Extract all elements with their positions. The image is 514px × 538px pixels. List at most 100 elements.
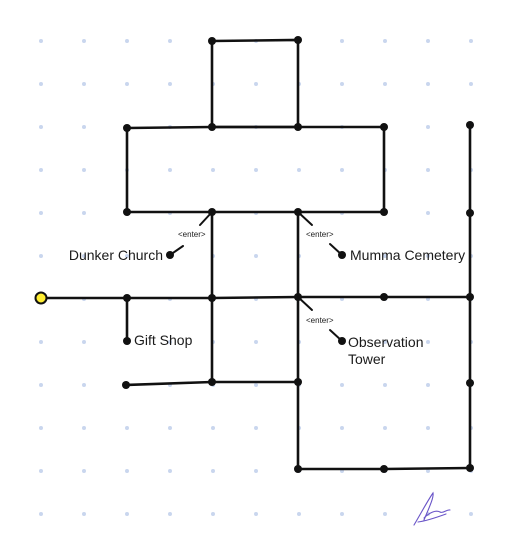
grid-dot bbox=[297, 168, 301, 172]
grid-dot bbox=[340, 39, 344, 43]
grid-dot bbox=[426, 39, 430, 43]
node bbox=[294, 378, 302, 386]
grid-dot bbox=[168, 39, 172, 43]
grid-dot bbox=[254, 469, 258, 473]
grid-dot bbox=[254, 512, 258, 516]
grid-dot bbox=[211, 512, 215, 516]
grid-dot bbox=[168, 469, 172, 473]
grid-dot bbox=[82, 340, 86, 344]
grid-dot bbox=[383, 340, 387, 344]
grid-dot bbox=[426, 211, 430, 215]
grid-dot bbox=[383, 426, 387, 430]
node bbox=[294, 208, 302, 216]
enter-label-dunker: <enter> bbox=[178, 230, 206, 239]
grid-dot bbox=[426, 340, 430, 344]
node bbox=[466, 209, 474, 217]
grid-dot bbox=[125, 426, 129, 430]
grid-dot bbox=[39, 82, 43, 86]
grid-dot bbox=[82, 469, 86, 473]
node bbox=[380, 208, 388, 216]
grid-dot bbox=[469, 512, 473, 516]
grid-dot bbox=[82, 512, 86, 516]
grid-dot bbox=[125, 254, 129, 258]
grid-dot bbox=[383, 512, 387, 516]
observation-tower-label-line2: Tower bbox=[348, 351, 386, 367]
gift-shop-label: Gift Shop bbox=[134, 332, 193, 348]
grid-dot bbox=[39, 383, 43, 387]
node bbox=[294, 465, 302, 473]
grid-dot bbox=[254, 254, 258, 258]
mumma-cemetery-marker[interactable] bbox=[338, 251, 346, 259]
grid-dot bbox=[168, 426, 172, 430]
grid-dot bbox=[340, 82, 344, 86]
node bbox=[123, 337, 131, 345]
node bbox=[123, 124, 131, 132]
observation-tower-marker[interactable] bbox=[338, 337, 346, 345]
node bbox=[466, 379, 474, 387]
node bbox=[294, 123, 302, 131]
dunker-church-marker[interactable] bbox=[166, 251, 174, 259]
grid-dot bbox=[82, 426, 86, 430]
start-marker[interactable] bbox=[34, 291, 48, 305]
grid-dot bbox=[383, 39, 387, 43]
grid-dot bbox=[39, 168, 43, 172]
node bbox=[208, 123, 216, 131]
grid-dot bbox=[383, 383, 387, 387]
grid-dot bbox=[39, 426, 43, 430]
road-nodes bbox=[122, 36, 474, 473]
grid-dot bbox=[39, 211, 43, 215]
grid-dot bbox=[426, 254, 430, 258]
dunker-church-label: Dunker Church bbox=[69, 247, 163, 263]
grid-dot bbox=[426, 383, 430, 387]
node bbox=[208, 37, 216, 45]
grid-dot bbox=[469, 82, 473, 86]
node bbox=[380, 465, 388, 473]
node bbox=[466, 293, 474, 301]
grid-dot bbox=[340, 426, 344, 430]
grid-dot bbox=[125, 39, 129, 43]
enter-label-mumma: <enter> bbox=[306, 230, 334, 239]
grid-dot bbox=[39, 125, 43, 129]
grid-dot bbox=[254, 426, 258, 430]
grid-dot bbox=[168, 168, 172, 172]
grid-dot bbox=[168, 82, 172, 86]
grid-dot bbox=[426, 125, 430, 129]
road-main-horizontal bbox=[39, 295, 472, 300]
grid-dot bbox=[297, 512, 301, 516]
grid-dot bbox=[168, 340, 172, 344]
grid-dot bbox=[125, 469, 129, 473]
grid-dot bbox=[211, 469, 215, 473]
node bbox=[466, 121, 474, 129]
node bbox=[466, 464, 474, 472]
mumma-cemetery-label: Mumma Cemetery bbox=[350, 247, 465, 263]
grid-dot bbox=[211, 168, 215, 172]
node bbox=[123, 294, 131, 302]
node bbox=[380, 293, 388, 301]
grid-dot bbox=[383, 254, 387, 258]
grid-dot bbox=[469, 39, 473, 43]
grid-dots bbox=[39, 39, 473, 516]
node bbox=[294, 293, 302, 301]
grid-dot bbox=[426, 469, 430, 473]
enter-label-observation: <enter> bbox=[306, 316, 334, 325]
node bbox=[208, 294, 216, 302]
grid-dot bbox=[254, 168, 258, 172]
node bbox=[380, 123, 388, 131]
grid-dot bbox=[125, 82, 129, 86]
grid-dot bbox=[82, 383, 86, 387]
grid-dot bbox=[211, 426, 215, 430]
grid-dot bbox=[82, 254, 86, 258]
grid-dot bbox=[340, 512, 344, 516]
node bbox=[123, 208, 131, 216]
node bbox=[294, 36, 302, 44]
grid-dot bbox=[82, 39, 86, 43]
grid-dot bbox=[168, 512, 172, 516]
node bbox=[208, 208, 216, 216]
grid-dot bbox=[340, 168, 344, 172]
grid-dot bbox=[82, 125, 86, 129]
grid-dot bbox=[39, 340, 43, 344]
grid-dot bbox=[39, 469, 43, 473]
grid-dot bbox=[39, 254, 43, 258]
node bbox=[122, 381, 130, 389]
